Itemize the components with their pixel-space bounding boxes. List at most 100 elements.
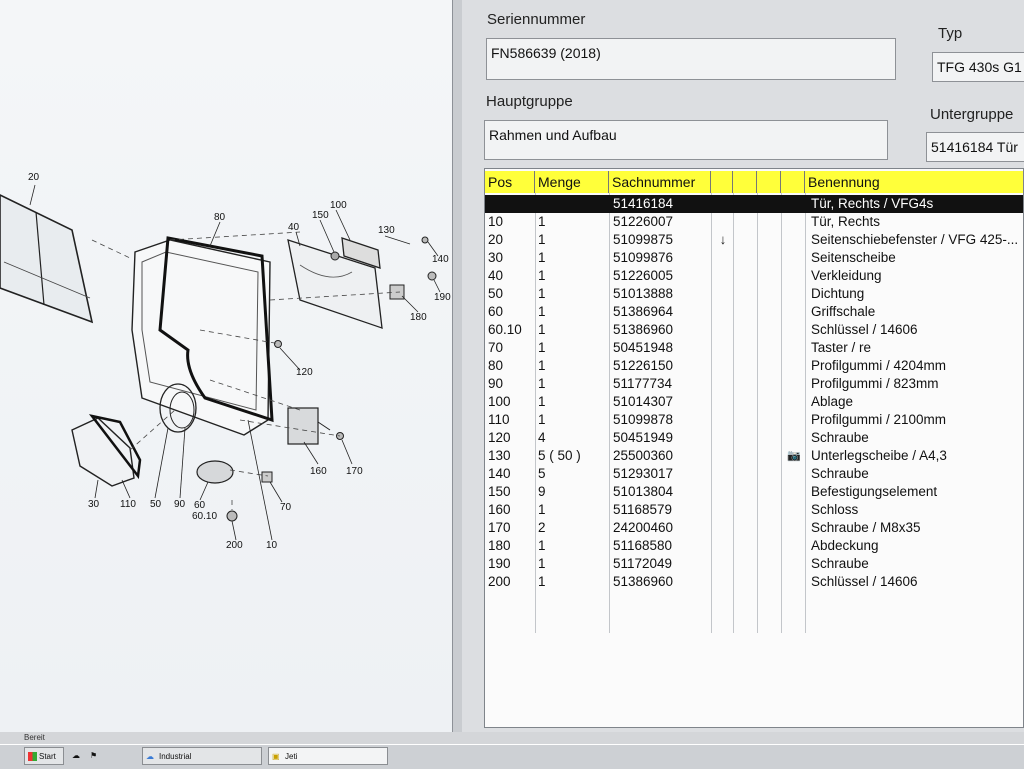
sub-group-field[interactable]: 51416184 Tür <box>926 132 1024 162</box>
callout-50[interactable]: 50 <box>150 499 162 510</box>
start-button[interactable]: Start <box>24 747 64 765</box>
exploded-view-diagram[interactable]: 20 80 100 150 130 40 140 190 180 120 160… <box>0 0 453 732</box>
callout-140[interactable]: 140 <box>432 254 449 265</box>
cell-menge: 4 <box>538 430 546 445</box>
col-flag-3[interactable] <box>757 171 781 193</box>
cell-pos: 80 <box>488 358 504 373</box>
parts-panel: Seriennummer FN586639 (2018) Typ TFG 430… <box>462 0 1024 732</box>
col-menge[interactable]: Menge <box>535 171 609 193</box>
callout-130[interactable]: 130 <box>378 225 395 236</box>
cell-mark <box>715 465 731 483</box>
callout-150[interactable]: 150 <box>312 210 329 221</box>
cloud-tray-icon[interactable]: ☁ <box>72 751 80 760</box>
cell-mark <box>715 519 731 537</box>
flag-tray-icon[interactable]: ⚑ <box>90 751 98 760</box>
taskbar-jeti[interactable]: ▣ Jeti <box>268 747 388 765</box>
col-flag-1[interactable] <box>711 171 733 193</box>
cell-pos: 150 <box>488 484 511 499</box>
cell-sachnr: 51099876 <box>613 250 674 265</box>
cell-menge: 5 ( 50 ) <box>538 448 581 463</box>
col-flag-2[interactable] <box>733 171 757 193</box>
cell-pos: 70 <box>488 340 504 355</box>
taskbar-industrial[interactable]: ☁ Industrial <box>142 747 262 765</box>
cell-sachnr: 51226150 <box>613 358 674 373</box>
cell-menge: 1 <box>538 502 546 517</box>
callout-60-10[interactable]: 60.10 <box>192 511 217 522</box>
cell-mark <box>715 555 731 573</box>
jeti-label: Jeti <box>285 752 298 761</box>
callout-200[interactable]: 200 <box>226 540 243 551</box>
cloud-app-icon: ☁ <box>146 752 154 761</box>
cell-sachnr: 51386960 <box>613 574 674 589</box>
callout-20[interactable]: 20 <box>28 172 40 183</box>
callout-180[interactable]: 180 <box>410 312 427 323</box>
callout-100[interactable]: 100 <box>330 200 347 211</box>
callout-40[interactable]: 40 <box>288 222 300 233</box>
cell-sachnr: 51386960 <box>613 322 674 337</box>
camera-icon[interactable]: 📷 <box>787 450 801 462</box>
callout-190[interactable]: 190 <box>434 292 451 303</box>
col-benennung[interactable]: Benennung <box>808 174 880 190</box>
main-group-field[interactable]: Rahmen und Aufbau <box>484 120 888 160</box>
cell-pos: 140 <box>488 466 511 481</box>
callout-110[interactable]: 110 <box>120 499 136 510</box>
callout-10[interactable]: 10 <box>266 540 278 551</box>
col-flag-4[interactable] <box>781 171 805 193</box>
callout-160[interactable]: 160 <box>310 466 327 477</box>
callout-80[interactable]: 80 <box>214 212 226 223</box>
cell-benennung: Taster / re <box>811 340 872 355</box>
col-sachnummer[interactable]: Sachnummer <box>609 171 711 193</box>
cell-menge: 1 <box>538 268 546 283</box>
cell-menge: 1 <box>538 538 546 553</box>
cell-pos: 120 <box>488 430 511 445</box>
cell-benennung: Profilgummi / 4204mm <box>811 358 947 373</box>
cell-mark <box>715 357 731 375</box>
callout-30[interactable]: 30 <box>88 499 100 510</box>
callout-170[interactable]: 170 <box>346 466 363 477</box>
serial-field[interactable]: FN586639 (2018) <box>486 38 896 80</box>
type-field[interactable]: TFG 430s G1 <box>932 52 1024 82</box>
cell-mark <box>715 447 731 465</box>
cell-menge: 1 <box>538 574 546 589</box>
cell-menge: 1 <box>538 286 546 301</box>
sub-group-label: Untergruppe <box>930 106 1014 123</box>
callout-120[interactable]: 120 <box>296 367 313 378</box>
callout-70[interactable]: 70 <box>280 502 292 513</box>
cell-mark <box>715 375 731 393</box>
cell-mark <box>715 573 731 591</box>
callout-90[interactable]: 90 <box>174 499 186 510</box>
cell-benennung: Schraube / M8x35 <box>811 520 921 535</box>
col-pos[interactable]: Pos <box>485 171 535 193</box>
callout-60[interactable]: 60 <box>194 500 206 511</box>
cell-menge <box>538 195 608 213</box>
grid-line <box>535 193 536 633</box>
cell-benennung: Griffschale <box>811 304 876 319</box>
cell-menge: 1 <box>538 250 546 265</box>
cell-menge: 1 <box>538 304 546 319</box>
cell-sachnr: 51168580 <box>613 538 673 553</box>
cell-mark <box>715 285 731 303</box>
